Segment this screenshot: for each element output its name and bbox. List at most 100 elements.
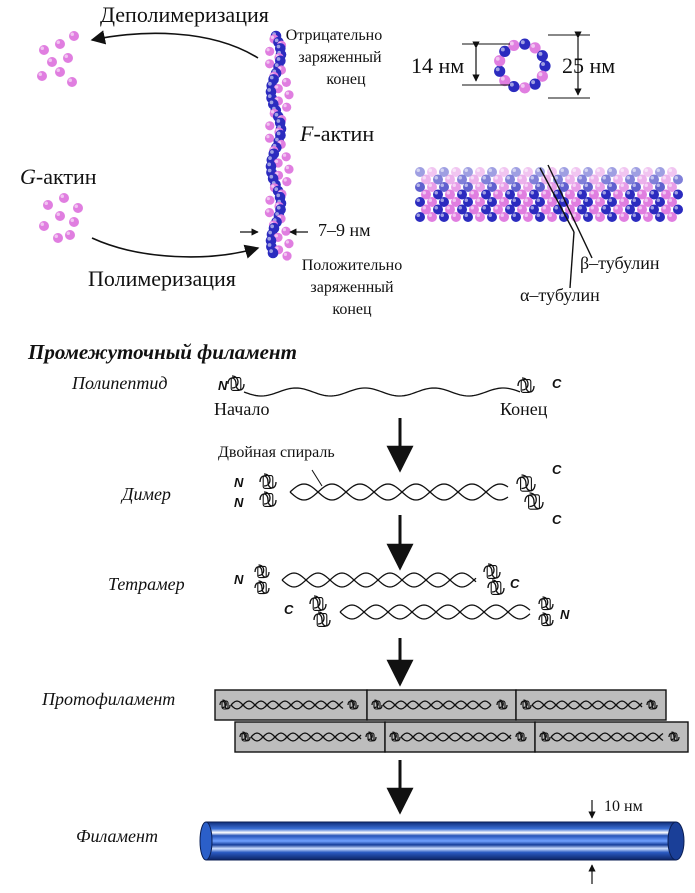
tetramer-c-label-bottom: C xyxy=(284,602,294,617)
protofilament-subunit-highlight xyxy=(572,213,576,217)
f-actin-subunit-pink xyxy=(284,239,294,249)
f-actin-subunit-pink-highlight xyxy=(266,122,270,126)
protofilament-subunit-highlight xyxy=(662,206,666,210)
polymerization-label: Полимеризация xyxy=(88,266,236,291)
f-actin-subunit-blue-highlight xyxy=(268,81,272,86)
stage-label-tetramer: Тетрамер xyxy=(108,574,185,594)
protofilament-subunit-highlight xyxy=(536,198,540,202)
protofilament-subunit-highlight xyxy=(476,183,480,187)
protofilament-subunit-highlight xyxy=(668,198,672,202)
globular-domain-box xyxy=(257,581,267,595)
f-actin-subunit-pink xyxy=(265,59,275,69)
protofilament-subunit xyxy=(535,212,545,222)
protofilament-subunit xyxy=(583,212,593,222)
g-actin-monomer-highlight xyxy=(66,231,70,235)
f-actin-subunit-blue-highlight xyxy=(267,236,272,241)
f-actin-subunit-pink-highlight xyxy=(283,252,288,256)
protofilament-subunit-highlight xyxy=(518,176,522,180)
g-actin-monomer xyxy=(47,57,57,67)
protofilament-subunit-highlight xyxy=(524,198,528,202)
f-actin-subunit-pink-highlight xyxy=(266,134,270,139)
protofilament-subunit-highlight xyxy=(488,168,492,172)
globular-domain-loop xyxy=(309,595,327,611)
tetramer-n-label-bottom: N xyxy=(560,607,570,622)
stage-label-protofilament: Протофиламент xyxy=(42,689,176,709)
protofilament-subunit-highlight xyxy=(416,213,420,217)
globular-domain xyxy=(347,699,359,710)
tubulin-subunit-highlight xyxy=(500,47,505,52)
f-actin-subunit-blue-highlight xyxy=(270,224,274,229)
globular-domain-box xyxy=(541,613,551,627)
protofilament-subunit-highlight xyxy=(440,213,444,217)
protofilament-subunit-highlight xyxy=(434,176,438,180)
protofilament-subunit-highlight xyxy=(590,191,594,195)
microtubule-cross-section xyxy=(494,38,551,94)
width-label: 7–9 нм xyxy=(318,220,371,240)
coiled-coil-strand xyxy=(400,732,512,742)
globular-domain xyxy=(538,596,554,611)
globular-domain-box xyxy=(486,565,498,579)
globular-domain xyxy=(365,731,377,742)
tubulin-subunit-highlight xyxy=(495,67,500,72)
protofilament-subunit-highlight xyxy=(620,198,624,202)
protofilament-subunit-highlight xyxy=(572,198,576,202)
f-actin-subunit-blue-highlight xyxy=(267,94,272,98)
protofilament-subunit-highlight xyxy=(560,198,564,202)
globular-domain-loop xyxy=(219,699,231,710)
g-actin-monomer-highlight xyxy=(48,58,52,62)
f-actin-subunit-blue-highlight xyxy=(276,44,281,49)
protofilament-box xyxy=(534,721,689,753)
f-actin-subunit-blue-highlight xyxy=(274,112,279,117)
protofilament-subunit-highlight xyxy=(584,213,588,217)
f-actin-subunit-blue-highlight xyxy=(276,131,281,136)
globular-domain-loop xyxy=(517,377,535,393)
g-actin-monomer xyxy=(39,221,49,231)
g-actin-monomer xyxy=(59,193,69,203)
protofilament-subunit-highlight xyxy=(632,198,636,202)
globular-domain-loop xyxy=(496,699,508,710)
globular-domain xyxy=(516,474,536,492)
globular-domain-loop xyxy=(259,491,277,507)
globular-domain xyxy=(313,611,331,627)
microtubule-side-view xyxy=(415,167,683,222)
g-actin-monomer-highlight xyxy=(70,218,74,222)
start-label: Начало xyxy=(214,399,270,419)
coiled-coil-strand xyxy=(382,700,492,710)
f-actin-subunit-blue-highlight xyxy=(274,63,279,67)
f-actin-subunit-blue-highlight xyxy=(269,174,274,179)
g-actin-monomer xyxy=(37,71,47,81)
f-actin-subunit-pink xyxy=(281,226,291,236)
protofilament-subunit-highlight xyxy=(638,176,642,180)
protofilament-subunit-highlight xyxy=(632,183,636,187)
alpha-pointer xyxy=(539,167,575,233)
protofilament-subunit-highlight xyxy=(614,206,618,210)
protofilament-subunit-highlight xyxy=(596,198,600,202)
protofilament-subunit-highlight xyxy=(602,206,606,210)
protofilament-subunit-highlight xyxy=(494,206,498,210)
protofilament-subunit-highlight xyxy=(512,198,516,202)
globular-domain xyxy=(496,699,508,710)
polypeptide-chain xyxy=(243,387,521,397)
protofilament-subunit-highlight xyxy=(470,176,474,180)
positive-end-line-1: Положительно xyxy=(301,257,403,274)
f-actin-subunit-pink-highlight xyxy=(275,85,279,89)
protofilament-subunit-highlight xyxy=(524,183,528,187)
coiled-coil-strand xyxy=(339,604,531,620)
protofilament-subunit-highlight xyxy=(452,213,456,217)
protofilament-subunit-highlight xyxy=(470,191,474,195)
protofilament-subunit-highlight xyxy=(440,198,444,202)
protofilament-subunit-highlight xyxy=(608,213,612,217)
globular-domain-loop xyxy=(371,699,383,710)
f-actin-subunit-pink-highlight xyxy=(285,165,289,170)
protofilament-subunit-highlight xyxy=(614,191,618,195)
protofilament-subunit-highlight xyxy=(632,168,636,172)
protofilament-subunit-highlight xyxy=(518,191,522,195)
protofilament-subunit-highlight xyxy=(470,206,474,210)
g-actin-monomer-highlight xyxy=(68,78,72,82)
g-actin-letter: G xyxy=(20,164,36,189)
globular-domain-box xyxy=(517,732,525,742)
tubulin-subunit xyxy=(519,82,531,94)
f-actin-subunit-pink xyxy=(281,77,291,87)
f-actin-filament xyxy=(264,30,294,261)
